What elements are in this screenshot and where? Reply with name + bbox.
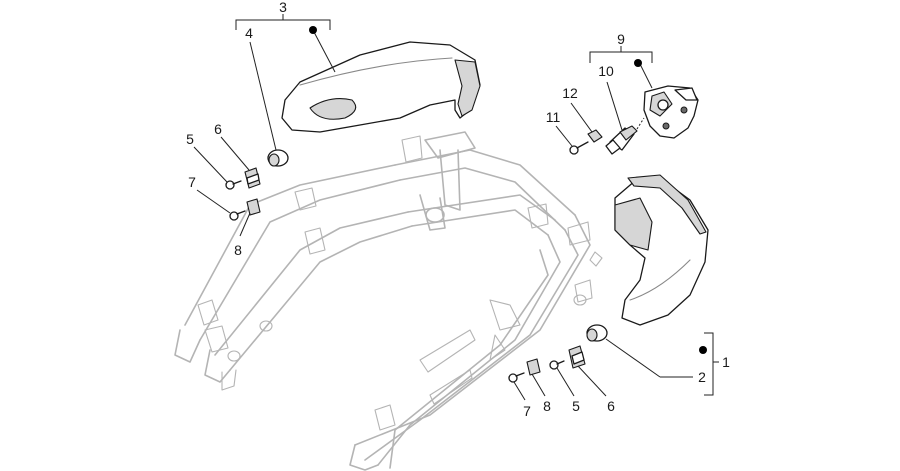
frame-chassis [174,131,603,471]
kit-marker-3 [309,26,317,34]
screw-7-left [229,210,246,221]
callout-7-left: 7 [188,174,196,190]
screw-5-right [549,360,565,370]
callout-3: 3 [279,0,287,15]
clip-nut-8-left [246,198,261,216]
screw-5-left [225,180,242,190]
callout-8-left: 8 [234,242,242,258]
leader-lines [193,14,719,401]
light-housing [643,85,699,139]
kit-marker-1 [699,346,707,354]
grommet-4 [267,149,289,167]
clip-nut-6-right [568,345,586,369]
callout-7-right: 7 [523,403,531,419]
callout-6-left: 6 [214,121,222,137]
lower-side-cover [614,174,709,326]
callout-9: 9 [617,31,625,47]
callout-labels: 3 4 5 6 7 8 9 10 12 11 1 2 7 8 5 6 [186,0,730,419]
bulb-socket [605,117,645,155]
callout-1: 1 [722,354,730,370]
callout-2: 2 [698,369,706,385]
grommet-2 [586,324,608,342]
small-nut-12 [587,129,603,143]
upper-side-cover [281,41,481,133]
callout-4: 4 [245,25,253,41]
callout-10: 10 [598,63,614,79]
clip-nut-6-left [244,167,261,189]
callout-8-right: 8 [543,398,551,414]
callout-11: 11 [546,109,561,125]
callout-12: 12 [562,85,578,101]
callout-6-right: 6 [607,398,615,414]
screw-11 [569,141,589,155]
callout-5-right: 5 [572,398,580,414]
screw-7-right [508,372,525,383]
kit-marker-9 [634,59,642,67]
callout-5-left: 5 [186,131,194,147]
clip-nut-8-right [526,358,541,376]
